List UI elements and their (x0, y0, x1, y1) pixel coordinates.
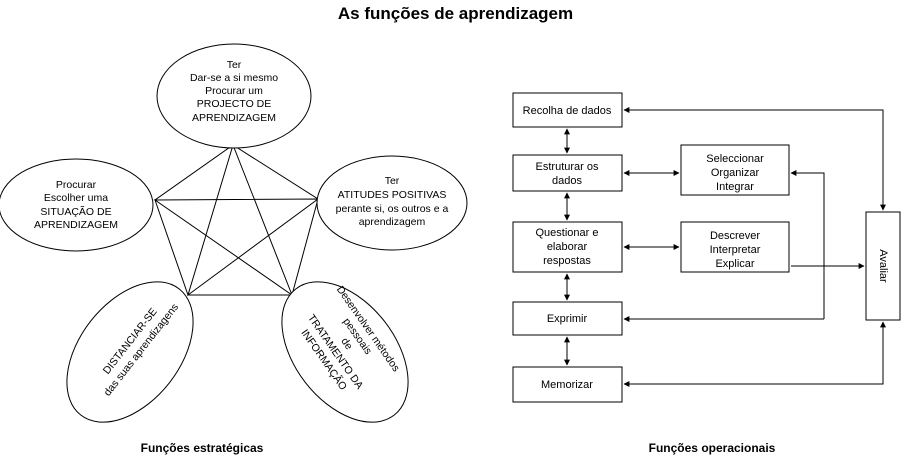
estruturar-label: dados (552, 175, 582, 187)
questionar-label: Questionar e (536, 227, 599, 239)
box-descrever (680, 221, 790, 273)
star-lines (153, 144, 320, 297)
descrever-label: Descrever (710, 230, 760, 242)
ellipse-tratamento (281, 281, 409, 423)
situacao-text: Procurar Escolher uma SITUAÇÃO DE APREND… (34, 179, 118, 231)
operational-arrows (564, 107, 886, 387)
ellipse-atitudes (316, 155, 468, 251)
box-avaliar (865, 211, 901, 321)
ellipse-projecto (156, 43, 312, 149)
seleccionar-label: Integrar (716, 181, 754, 193)
strategic-network (153, 144, 320, 297)
box-exprimir (512, 301, 623, 336)
projecto-text: Ter Dar-se a si mesmo Procurar um PROJEC… (190, 59, 278, 124)
descrever-label: Interpretar (710, 244, 761, 256)
exprimir-label: Exprimir (547, 313, 588, 325)
projecto-line: Dar-se a si mesmo (190, 72, 278, 84)
questionar-label: respostas (543, 255, 591, 267)
strategic-caption: Funções estratégicas (141, 441, 264, 455)
box-estruturar (512, 154, 623, 192)
pentagon-outline (154, 144, 319, 296)
estruturar-label: Estruturar os (536, 161, 599, 173)
questionar-label: elaborar (547, 241, 588, 253)
situacao-line: Escolher uma (44, 192, 108, 204)
operational-caption: Funções operacionais (649, 441, 776, 455)
seleccionar-label: Seleccionar (706, 153, 764, 165)
descrever-label: Explicar (715, 258, 754, 270)
projecto-line: Ter (227, 59, 242, 71)
projecto-line: APRENDIZAGEM (192, 112, 276, 124)
atitudes-line: perante si, os outros e a (336, 203, 449, 215)
diagram-title: As funções de aprendizagem (337, 4, 574, 23)
seleccionar-label: Organizar (711, 167, 760, 179)
situacao-line: Procurar (56, 179, 97, 191)
box-recolha (512, 92, 623, 128)
box-memorizar (512, 366, 623, 403)
recolha-label: Recolha de dados (523, 105, 612, 117)
arrow-to-seleccionar (790, 170, 825, 319)
atitudes-line: ATITUDES POSITIVAS (338, 189, 447, 201)
arrow-recolha-avaliar (623, 107, 886, 211)
atitudes-line: aprendizagem (359, 216, 426, 228)
situacao-line: SITUAÇÃO DE (40, 205, 111, 218)
arrow-memorizar-avaliar (623, 321, 886, 387)
atitudes-text: Ter ATITUDES POSITIVAS perante si, os ou… (336, 175, 449, 228)
ellipse-situacao (0, 158, 154, 252)
avaliar-label: Avaliar (877, 249, 889, 283)
box-questionar (512, 221, 623, 273)
atitudes-line: Ter (385, 175, 400, 187)
situacao-line: APRENDIZAGEM (34, 219, 118, 231)
projecto-line: PROJECTO DE (197, 98, 271, 110)
projecto-line: Procurar um (205, 85, 263, 97)
memorizar-label: Memorizar (541, 379, 593, 391)
ellipse-distanciar (66, 281, 194, 423)
